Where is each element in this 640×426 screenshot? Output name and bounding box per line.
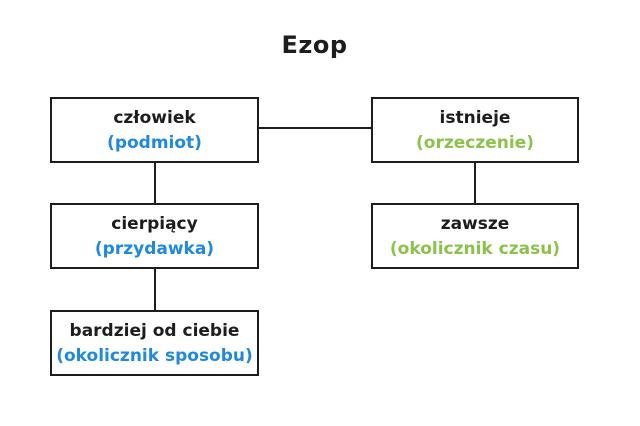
node-cierpiacy: cierpiący (przydawka) (50, 203, 259, 269)
edge-czlowiek-istnieje (259, 127, 371, 129)
node-role: (okolicznik czasu) (389, 238, 561, 259)
node-bardziej-od-ciebie: bardziej od ciebie (okolicznik sposobu) (50, 310, 259, 376)
node-word: bardziej od ciebie (69, 320, 240, 341)
node-word: człowiek (113, 107, 196, 128)
node-role: (przydawka) (94, 238, 215, 259)
node-istnieje: istnieje (orzeczenie) (371, 97, 579, 163)
diagram-title: Ezop (281, 31, 348, 59)
node-role: (orzeczenie) (416, 132, 534, 153)
edge-czlowiek-cierpiacy (154, 163, 156, 203)
node-word: cierpiący (111, 213, 198, 234)
node-role: (podmiot) (107, 132, 202, 153)
node-zawsze: zawsze (okolicznik czasu) (371, 203, 579, 269)
edge-istnieje-zawsze (474, 163, 476, 203)
node-role: (okolicznik sposobu) (56, 345, 253, 366)
node-word: zawsze (440, 213, 510, 234)
edge-cierpiacy-bardziej-od-ciebie (154, 269, 156, 310)
node-czlowiek: człowiek (podmiot) (50, 97, 259, 163)
node-word: istnieje (439, 107, 511, 128)
